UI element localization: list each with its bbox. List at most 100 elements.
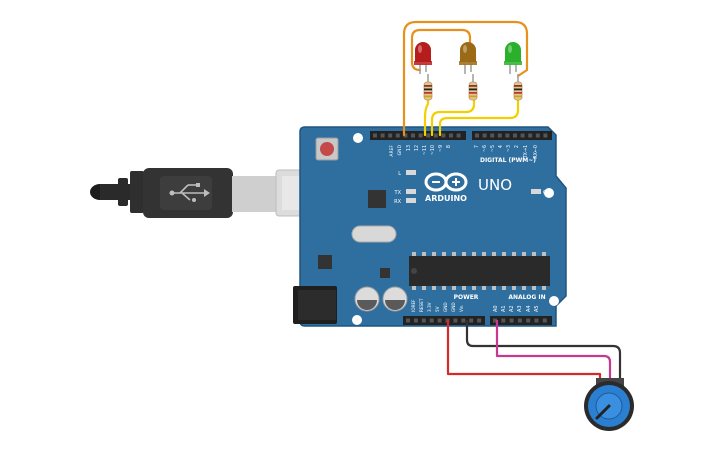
chip-pin: [432, 286, 436, 290]
header-pin[interactable]: [413, 318, 418, 323]
magenta-wire-a0[interactable]: [495, 320, 612, 386]
header-pin[interactable]: [493, 318, 497, 323]
header-pin[interactable]: [526, 318, 531, 323]
arduino-logo-icon: [424, 172, 468, 192]
chip-pin: [502, 252, 506, 256]
chip-pin: [462, 286, 466, 290]
chip-pin: [472, 286, 476, 290]
analog-section-label: ANALOG IN: [508, 294, 545, 301]
digital-pin-label: ~9: [438, 145, 444, 152]
header-pin[interactable]: [509, 318, 514, 323]
digital-section-label: DIGITAL (PWM~): [480, 157, 536, 164]
orange-wire-led-cathodes[interactable]: [410, 28, 472, 72]
chip-pin: [542, 252, 546, 256]
header-pin[interactable]: [437, 318, 442, 323]
header-pin[interactable]: [520, 133, 525, 138]
reset-button[interactable]: [315, 137, 339, 161]
chip-pin: [482, 252, 486, 256]
header-pin[interactable]: [490, 133, 495, 138]
digital-pin-label: ~6: [482, 145, 488, 152]
header-pin[interactable]: [543, 133, 548, 138]
digital-pin-label: 2: [514, 145, 520, 148]
header-pin[interactable]: [426, 133, 431, 138]
regulator-chip: [318, 255, 332, 269]
header-pin[interactable]: [469, 318, 474, 323]
header-pin[interactable]: [497, 133, 502, 138]
resistor-icon[interactable]: [423, 74, 433, 101]
header-pin[interactable]: [449, 133, 453, 138]
dc-power-jack: [293, 286, 337, 324]
led-wires[interactable]: [402, 20, 529, 137]
header-pin[interactable]: [461, 318, 466, 323]
power-header: [403, 316, 485, 325]
digital-pin-label: 13: [406, 145, 412, 151]
header-pin[interactable]: [429, 318, 434, 323]
header-pin[interactable]: [403, 133, 408, 138]
chip-pin: [462, 252, 466, 256]
header-pin[interactable]: [482, 133, 487, 138]
potentiometer-icon[interactable]: [584, 378, 634, 431]
pot-wires[interactable]: [446, 320, 622, 386]
header-pin[interactable]: [406, 318, 410, 323]
led-green-icon[interactable]: [504, 42, 522, 74]
header-pin[interactable]: [456, 133, 461, 138]
header-pin[interactable]: [421, 318, 426, 323]
aref-pin-label: AREF: [389, 145, 395, 157]
header-pin[interactable]: [517, 318, 522, 323]
yellow-wire-pin10[interactable]: [438, 98, 520, 137]
header-pin[interactable]: [505, 133, 510, 138]
header-pin[interactable]: [373, 133, 377, 138]
resistor-icon[interactable]: [468, 74, 478, 101]
digital-pin-label: 8: [446, 145, 452, 148]
header-pin[interactable]: [395, 133, 400, 138]
led-yellow-icon[interactable]: [459, 42, 477, 74]
analog-pin-label: A1: [501, 305, 507, 312]
chip-pin: [502, 286, 506, 290]
header-pin[interactable]: [388, 133, 393, 138]
digital-pin-label: ~11: [422, 145, 428, 155]
header-pin[interactable]: [453, 318, 458, 323]
digital-pin-label: ~5: [490, 145, 496, 152]
header-pin[interactable]: [501, 318, 506, 323]
chip-pin: [442, 252, 446, 256]
analog-pin-label: A0: [493, 305, 499, 312]
tx-led-label: TX: [394, 190, 402, 196]
digital-header-right: [472, 131, 552, 140]
red-wire-5v[interactable]: [446, 320, 602, 386]
header-pin[interactable]: [528, 133, 533, 138]
header-pin[interactable]: [441, 133, 446, 138]
orange-wire-gnd[interactable]: [402, 20, 529, 137]
digital-pin-label: TX→1: [523, 145, 529, 159]
yellow-wire-pin12[interactable]: [423, 98, 430, 137]
header-pin[interactable]: [513, 133, 517, 138]
chip-pin: [532, 286, 536, 290]
header-pin[interactable]: [380, 133, 385, 138]
chip-pin: [432, 252, 436, 256]
digital-pin-label: RX←0: [533, 145, 539, 159]
status-leds: [406, 170, 541, 203]
digital-pin-label: ~10: [430, 145, 436, 155]
digital-header-left: [370, 131, 466, 140]
yellow-wire-pin11[interactable]: [430, 98, 476, 137]
analog-pin-label: A5: [534, 305, 540, 312]
power-pin-label: 5V: [435, 306, 440, 312]
chip-pin: [512, 252, 516, 256]
header-pin[interactable]: [418, 133, 423, 138]
microcontroller-chip: [409, 256, 550, 286]
header-pin[interactable]: [433, 133, 438, 138]
power-pin-label: RESET: [419, 298, 424, 312]
resistor-icon[interactable]: [513, 74, 523, 101]
header-pin[interactable]: [411, 133, 415, 138]
header-pin[interactable]: [475, 133, 479, 138]
rx-led-label: RX: [394, 199, 401, 205]
header-pin[interactable]: [542, 318, 547, 323]
chip-pin: [532, 252, 536, 256]
led-red-icon[interactable]: [414, 42, 432, 74]
header-pin[interactable]: [534, 318, 539, 323]
header-pin[interactable]: [535, 133, 540, 138]
black-wire-gnd[interactable]: [465, 320, 622, 386]
chip-pin: [482, 286, 486, 290]
header-pin[interactable]: [477, 318, 482, 323]
